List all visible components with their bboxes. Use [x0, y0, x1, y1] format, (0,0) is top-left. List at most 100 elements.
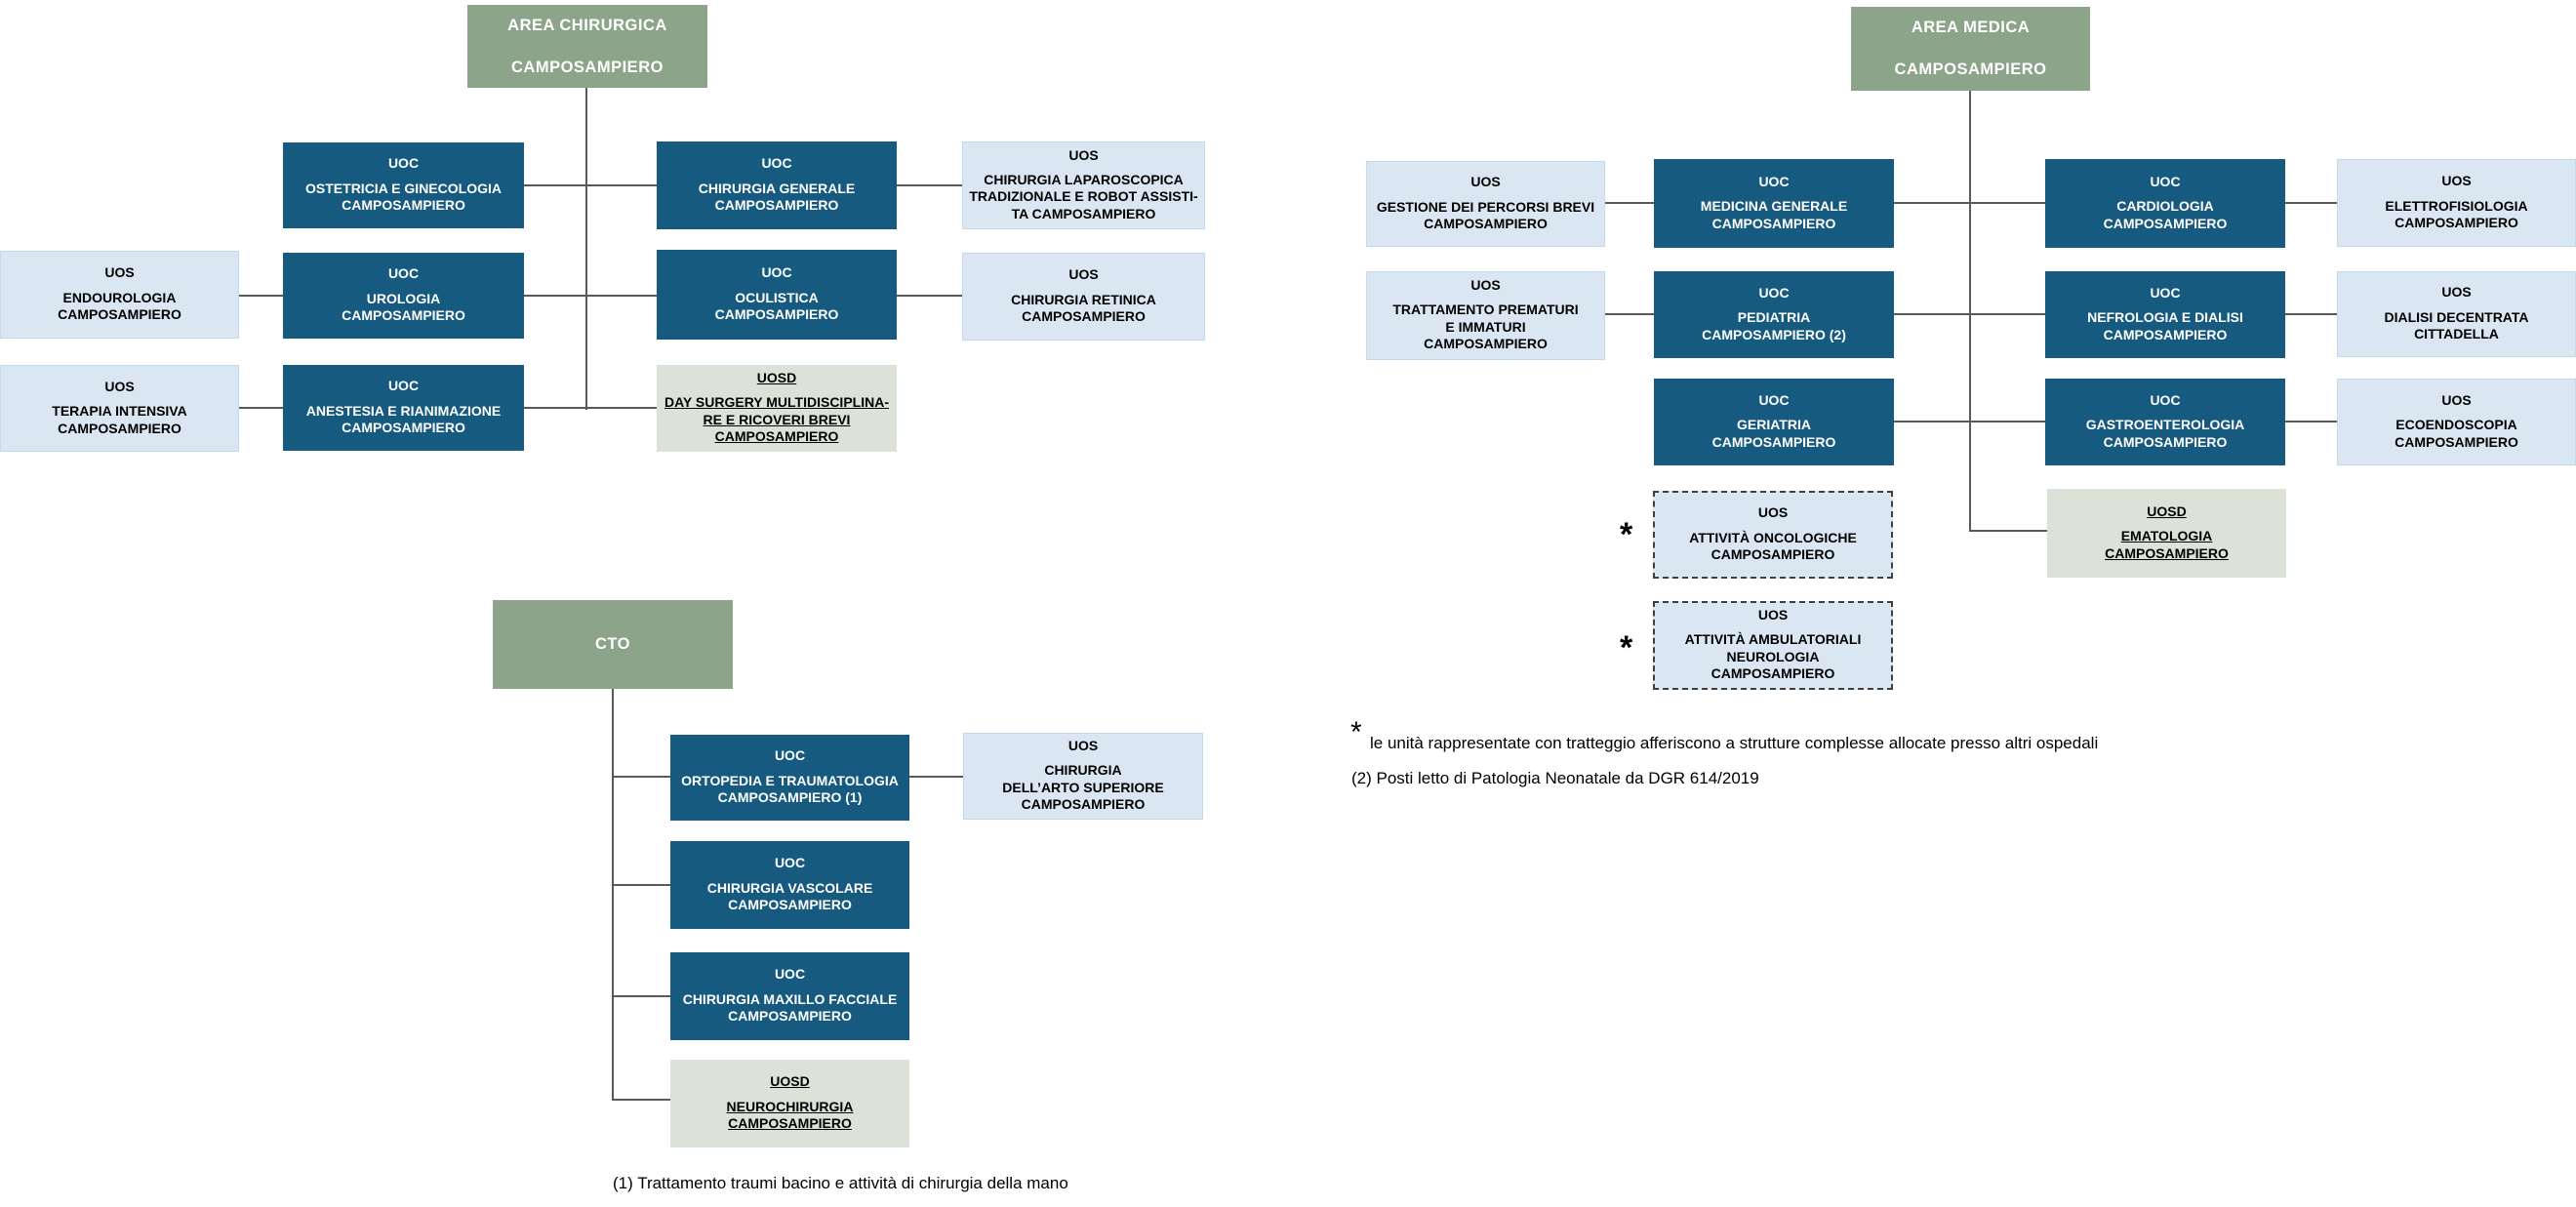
- node-type: UOS: [2441, 173, 2472, 189]
- node-label: ATTIVITÀ ONCOLOGICHE CAMPOSAMPIERO: [1689, 529, 1857, 563]
- node-label: AREA CHIRURGICA CAMPOSAMPIERO: [507, 16, 667, 76]
- connector: [612, 884, 670, 886]
- node-type: UOS: [1470, 174, 1501, 190]
- node-label: ENDOUROLOGIA CAMPOSAMPIERO: [58, 289, 181, 323]
- node-type: UOC: [2150, 391, 2181, 408]
- connector: [897, 295, 962, 297]
- node-uoc-ortopedia: UOC ORTOPEDIA E TRAUMATOLOGIA CAMPOSAMPI…: [670, 735, 909, 821]
- node-uos-chirurgia-retinica: UOS CHIRURGIA RETINICA CAMPOSAMPIERO: [962, 253, 1205, 341]
- connector: [1894, 421, 2045, 422]
- node-type: UOS: [104, 378, 135, 394]
- node-uos-attivita-oncologiche: UOS ATTIVITÀ ONCOLOGICHE CAMPOSAMPIERO: [1653, 491, 1893, 579]
- node-label: ATTIVITÀ AMBULATORIALI NEUROLOGIA CAMPOS…: [1684, 631, 1862, 682]
- node-uos-ecoendoscopia: UOS ECOENDOSCOPIA CAMPOSAMPIERO: [2337, 379, 2576, 465]
- node-label: CHIRURGIA DELL’ARTO SUPERIORE CAMPOSAMPI…: [1002, 762, 1164, 813]
- node-label: MEDICINA GENERALE CAMPOSAMPIERO: [1700, 198, 1848, 231]
- connector: [612, 776, 670, 778]
- node-label: ELETTROFISIOLOGIA CAMPOSAMPIERO: [2385, 197, 2528, 231]
- node-type: UOC: [761, 155, 792, 172]
- node-type: UOC: [761, 264, 792, 281]
- connector: [524, 295, 657, 297]
- connector: [897, 184, 962, 186]
- node-uoc-maxillo-facciale: UOC CHIRURGIA MAXILLO FACCIALE CAMPOSAMP…: [670, 952, 909, 1040]
- node-label: CHIRURGIA GENERALE CAMPOSAMPIERO: [698, 180, 856, 214]
- footnote-traumi-mano: (1) Trattamento traumi bacino e attività…: [613, 1174, 1068, 1192]
- node-label: NEUROCHIRURGIA CAMPOSAMPIERO: [726, 1098, 854, 1132]
- node-uoc-cardiologia: UOC CARDIOLOGIA CAMPOSAMPIERO: [2045, 159, 2285, 248]
- node-label: CHIRURGIA VASCOLARE CAMPOSAMPIERO: [706, 879, 873, 913]
- node-type: UOC: [387, 378, 420, 394]
- connector: [1605, 313, 1654, 315]
- node-uoc-chirurgia-vascolare: UOC CHIRURGIA VASCOLARE CAMPOSAMPIERO: [670, 841, 909, 929]
- node-uosd-ematologia: UOSD EMATOLOGIA CAMPOSAMPIERO: [2047, 489, 2286, 578]
- node-uos-dialisi-decentrata: UOS DIALISI DECENTRATA CITTADELLA: [2337, 271, 2576, 357]
- connector: [239, 295, 283, 297]
- node-uos-attivita-ambulatoriali-neurologia: UOS ATTIVITÀ AMBULATORIALI NEUROLOGIA CA…: [1653, 601, 1893, 690]
- node-label: CHIRURGIA RETINICA CAMPOSAMPIERO: [1011, 291, 1156, 325]
- node-uos-gestione-percorsi-brevi: UOS GESTIONE DEI PERCORSI BREVI CAMPOSAM…: [1366, 161, 1605, 247]
- node-type: UOS: [1068, 266, 1099, 283]
- node-uoc-medicina-generale: UOC MEDICINA GENERALE CAMPOSAMPIERO: [1654, 159, 1894, 248]
- node-type: UOC: [1758, 173, 1790, 189]
- asterisk-neurologia: *: [1620, 629, 1633, 666]
- connector: [524, 407, 657, 409]
- node-label: GERIATRIA CAMPOSAMPIERO: [1711, 417, 1836, 450]
- node-uosd-neurochirurgia: UOSD NEUROCHIRURGIA CAMPOSAMPIERO: [670, 1060, 909, 1147]
- node-label: TRATTAMENTO PREMATURI E IMMATURI CAMPOSA…: [1392, 302, 1579, 352]
- footnote-asterisk-marker: *: [1350, 716, 1362, 748]
- footnote-tratteggio: le unità rappresentate con tratteggio af…: [1370, 734, 2099, 752]
- node-uoc-ostetricia: UOC OSTETRICIA E GINECOLOGIA CAMPOSAMPIE…: [283, 142, 524, 228]
- node-uoc-urologia: UOC UROLOGIA CAMPOSAMPIERO: [283, 253, 524, 339]
- node-type: UOC: [1758, 391, 1790, 408]
- connector: [612, 995, 670, 997]
- node-label: PEDIATRIA CAMPOSAMPIERO (2): [1702, 309, 1846, 342]
- node-label: CARDIOLOGIA CAMPOSAMPIERO: [2103, 198, 2228, 231]
- connector: [1894, 313, 2045, 315]
- node-label: GASTROENTEROLOGIA CAMPOSAMPIERO: [2085, 417, 2245, 450]
- node-label: DAY SURGERY MULTIDISCIPLINA- RE E RICOVE…: [664, 394, 889, 445]
- node-uoc-geriatria: UOC GERIATRIA CAMPOSAMPIERO: [1654, 379, 1894, 465]
- footnote-dgr: (2) Posti letto di Patologia Neonatale d…: [1351, 769, 1759, 787]
- connector: [909, 776, 963, 778]
- connector: [524, 184, 657, 186]
- node-uos-chirurgia-laparoscopica: UOS CHIRURGIA LAPAROSCOPICA TRADIZIONALE…: [962, 141, 1205, 229]
- node-uos-terapia-intensiva: UOS TERAPIA INTENSIVA CAMPOSAMPIERO: [0, 365, 239, 452]
- node-type: UOC: [774, 966, 806, 983]
- node-label: ECOENDOSCOPIA CAMPOSAMPIERO: [2395, 417, 2518, 450]
- node-type: UOS: [1470, 277, 1501, 294]
- node-area-chirurgica: AREA CHIRURGICA CAMPOSAMPIERO: [467, 5, 707, 88]
- node-type: UOC: [774, 747, 806, 764]
- connector: [2285, 313, 2337, 315]
- node-type: UOC: [2150, 284, 2181, 301]
- node-type: UOC: [387, 265, 420, 282]
- connector: [1894, 202, 2045, 204]
- node-uos-endourologia: UOS ENDOUROLOGIA CAMPOSAMPIERO: [0, 251, 239, 339]
- node-label: CHIRURGIA MAXILLO FACCIALE CAMPOSAMPIERO: [682, 990, 898, 1025]
- node-label: ORTOPEDIA E TRAUMATOLOGIA CAMPOSAMPIERO …: [681, 772, 899, 806]
- node-type: UOS: [104, 264, 135, 281]
- connector: [612, 1099, 670, 1101]
- connector: [239, 407, 283, 409]
- node-label: OCULISTICA CAMPOSAMPIERO: [714, 289, 839, 323]
- node-label: CHIRURGIA LAPAROSCOPICA TRADIZIONALE E R…: [969, 171, 1198, 221]
- node-label: UROLOGIA CAMPOSAMPIERO: [342, 290, 465, 324]
- node-type: UOS: [1757, 607, 1789, 624]
- connector: [2285, 202, 2337, 204]
- connector: [1605, 202, 1654, 204]
- node-uosd-day-surgery: UOSD DAY SURGERY MULTIDISCIPLINA- RE E R…: [657, 365, 897, 452]
- node-type: UOS: [2441, 391, 2472, 408]
- node-type: UOS: [1757, 504, 1789, 521]
- node-label: DIALISI DECENTRATA CITTADELLA: [2384, 308, 2529, 342]
- connector: [2285, 421, 2337, 422]
- connector: [612, 689, 614, 1101]
- node-uoc-anestesia: UOC ANESTESIA E RIANIMAZIONE CAMPOSAMPIE…: [283, 365, 524, 451]
- node-label: ANESTESIA E RIANIMAZIONE CAMPOSAMPIERO: [305, 402, 502, 436]
- node-type: UOSD: [756, 370, 797, 386]
- node-type: UOS: [1067, 738, 1099, 754]
- node-type: UOC: [1758, 284, 1790, 301]
- node-uoc-chirurgia-generale: UOC CHIRURGIA GENERALE CAMPOSAMPIERO: [657, 141, 897, 229]
- node-uos-elettrofisiologia: UOS ELETTROFISIOLOGIA CAMPOSAMPIERO: [2337, 159, 2576, 247]
- node-label: EMATOLOGIA CAMPOSAMPIERO: [2105, 528, 2229, 561]
- connector: [1969, 91, 1971, 532]
- asterisk-oncologiche: *: [1620, 516, 1633, 553]
